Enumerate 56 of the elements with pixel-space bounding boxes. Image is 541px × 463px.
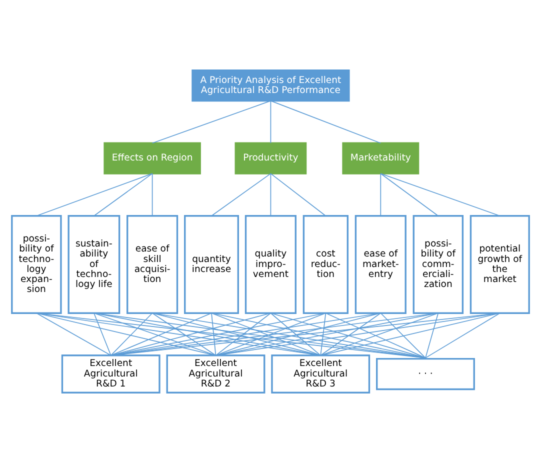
node-box: quantity increase xyxy=(184,215,239,314)
connector xyxy=(36,173,153,216)
connector xyxy=(110,312,153,356)
connector xyxy=(320,312,500,356)
node-box: potential growth of the market xyxy=(470,215,530,314)
connector xyxy=(110,312,212,356)
node-box: quality impro-vement xyxy=(244,215,296,314)
connector xyxy=(270,100,382,144)
connector xyxy=(320,312,382,356)
connector xyxy=(36,312,112,356)
connector xyxy=(110,312,500,356)
connector xyxy=(110,312,382,356)
connector xyxy=(320,312,326,356)
connector xyxy=(152,100,272,144)
node-box: Excellent Agricultural R&D 2 xyxy=(166,354,266,394)
node-box: cost reduc-tion xyxy=(302,215,349,314)
connector xyxy=(425,312,500,358)
connector xyxy=(215,312,272,356)
node-box: ease of market-entry xyxy=(354,215,406,314)
connector xyxy=(380,173,500,216)
connector xyxy=(425,312,439,358)
connector xyxy=(325,312,426,358)
node-box: possi-bility of techno-logy expan-sion xyxy=(11,215,62,314)
node-box: · · · xyxy=(376,358,475,390)
node-box: sustain-ability of techno-logy life xyxy=(68,215,120,314)
connector xyxy=(215,312,382,356)
node-box: A Priority Analysis of Excellent Agricultural R&D Performance xyxy=(192,70,350,102)
connector xyxy=(320,312,439,356)
connector xyxy=(270,173,326,216)
connector xyxy=(36,312,322,356)
connector xyxy=(270,312,322,356)
connector xyxy=(270,100,272,144)
connector xyxy=(94,173,153,216)
node-box: ease of skill acquisi-tion xyxy=(126,215,178,314)
node-box: Excellent Agricultural R&D 3 xyxy=(271,354,370,394)
connector xyxy=(36,312,216,356)
connector xyxy=(211,312,216,356)
connector xyxy=(110,312,272,356)
connector xyxy=(152,173,153,216)
node-box: Marketability xyxy=(342,142,420,174)
connector xyxy=(215,312,500,356)
connector xyxy=(211,173,272,216)
connector xyxy=(270,312,426,358)
connector xyxy=(152,312,322,356)
connector xyxy=(270,173,272,216)
node-box: Excellent Agricultural R&D 1 xyxy=(61,354,160,394)
connector xyxy=(152,312,216,356)
connector xyxy=(94,312,112,356)
node-box: Effects on Region xyxy=(104,142,201,174)
connector xyxy=(152,312,426,358)
connector xyxy=(380,173,382,216)
connector xyxy=(380,312,426,358)
node-box: Productivity xyxy=(234,142,307,174)
node-box: possi-bility of comm-erciali-zation xyxy=(412,215,464,314)
connector xyxy=(380,173,439,216)
connector xyxy=(94,312,216,356)
